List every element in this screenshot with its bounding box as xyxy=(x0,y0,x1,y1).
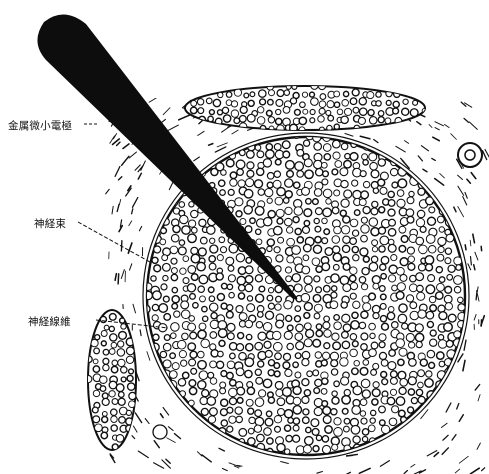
label-nerve-bundle: 神経束 xyxy=(34,216,66,231)
label-metal-microelectrode: 金属微小電極 xyxy=(8,118,72,133)
left-neighbor-bundle xyxy=(85,310,136,450)
label-nerve-fiber: 神経線維 xyxy=(28,314,71,329)
top-neighbor-bundle xyxy=(185,82,427,132)
